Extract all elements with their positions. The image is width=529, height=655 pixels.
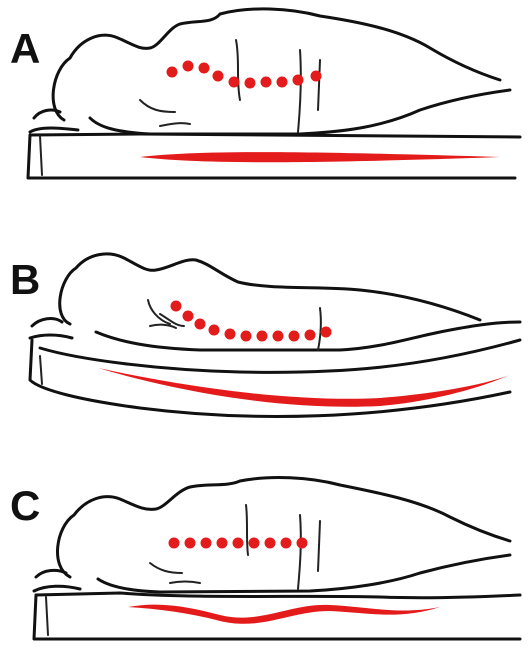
spine-dot — [257, 331, 268, 342]
spine-dot — [241, 331, 252, 342]
spine-dot — [277, 77, 288, 88]
spine-dot — [229, 77, 240, 88]
spine-dot — [261, 77, 272, 88]
pillow-c — [34, 570, 80, 591]
spine-dots-b — [171, 301, 332, 342]
spine-dot — [199, 63, 210, 74]
panel-c: C — [0, 455, 529, 655]
support-line-b — [98, 368, 510, 407]
spine-dot — [281, 538, 292, 549]
panel-a: A — [0, 0, 529, 200]
support-line-c — [128, 605, 440, 624]
spine-dot — [185, 538, 196, 549]
spine-dot — [297, 538, 308, 549]
spine-dot — [249, 538, 260, 549]
side-sleeper-sketch-a — [0, 0, 529, 200]
spine-dot — [289, 331, 300, 342]
spine-dot — [167, 67, 178, 78]
spine-dot — [273, 331, 284, 342]
spine-dot — [201, 538, 212, 549]
spine-dot — [209, 325, 220, 336]
spine-dot — [293, 75, 304, 86]
spine-dots-a — [167, 61, 322, 89]
side-sleeper-sketch-b — [0, 230, 529, 430]
spine-dot — [311, 71, 322, 82]
spine-dot — [217, 538, 228, 549]
spine-dot — [225, 329, 236, 340]
spine-dot — [183, 61, 194, 72]
body-outline-c — [58, 478, 510, 592]
side-sleeper-sketch-c — [0, 455, 529, 655]
body-outline-a — [53, 9, 510, 134]
panel-b: B — [0, 230, 529, 430]
spine-dot — [169, 538, 180, 549]
spine-dot — [305, 330, 316, 341]
spine-dot — [171, 301, 182, 312]
spine-dot — [213, 71, 224, 82]
spine-dot — [265, 538, 276, 549]
spine-dot — [245, 78, 256, 89]
spine-dot — [233, 538, 244, 549]
spine-dots-c — [169, 538, 308, 549]
spine-dot — [321, 327, 332, 338]
pillow-a — [30, 110, 78, 132]
support-line-a — [140, 152, 500, 162]
spine-dot — [195, 319, 206, 330]
spine-dot — [183, 311, 194, 322]
